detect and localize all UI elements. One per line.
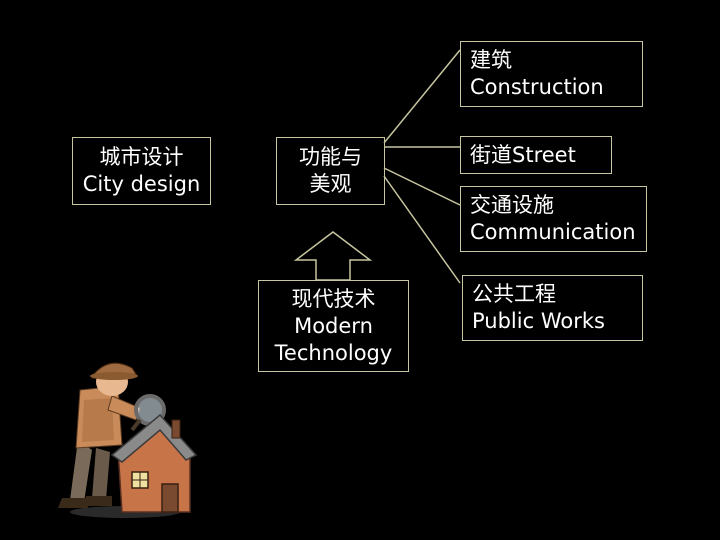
function-aesthetics-line1: 功能与: [299, 145, 362, 169]
node-street: 街道Street: [460, 136, 612, 174]
construction-en: Construction: [470, 75, 604, 99]
modern-technology-zh: 现代技术: [291, 286, 376, 311]
connector-construction: [383, 49, 461, 144]
public-works-en: Public Works: [472, 309, 605, 333]
connector-communication: [383, 167, 461, 206]
city-design-en: City design: [82, 172, 201, 196]
public-works-zh: 公共工程: [472, 282, 556, 306]
node-construction: 建筑 Construction: [460, 41, 643, 107]
up-arrow-icon: [293, 231, 373, 281]
node-modern-technology: 现代技术 Modern Technology: [258, 280, 409, 372]
modern-technology-en1: Modern: [294, 313, 373, 338]
city-design-zh: 城市设计: [99, 145, 184, 169]
connector-public-works: [383, 175, 461, 284]
street-label: 街道Street: [470, 142, 576, 167]
node-city-design: 城市设计 City design: [72, 137, 211, 205]
function-aesthetics-line2: 美观: [309, 172, 352, 196]
node-communication: 交通设施 Communication: [460, 186, 647, 252]
node-public-works: 公共工程 Public Works: [462, 275, 643, 341]
node-function-aesthetics: 功能与 美观: [276, 137, 385, 205]
detective-illustration: [58, 362, 198, 518]
construction-zh: 建筑: [470, 48, 512, 72]
modern-technology-en2: Technology: [274, 340, 393, 365]
communication-en: Communication: [470, 220, 636, 244]
communication-zh: 交通设施: [470, 193, 554, 217]
